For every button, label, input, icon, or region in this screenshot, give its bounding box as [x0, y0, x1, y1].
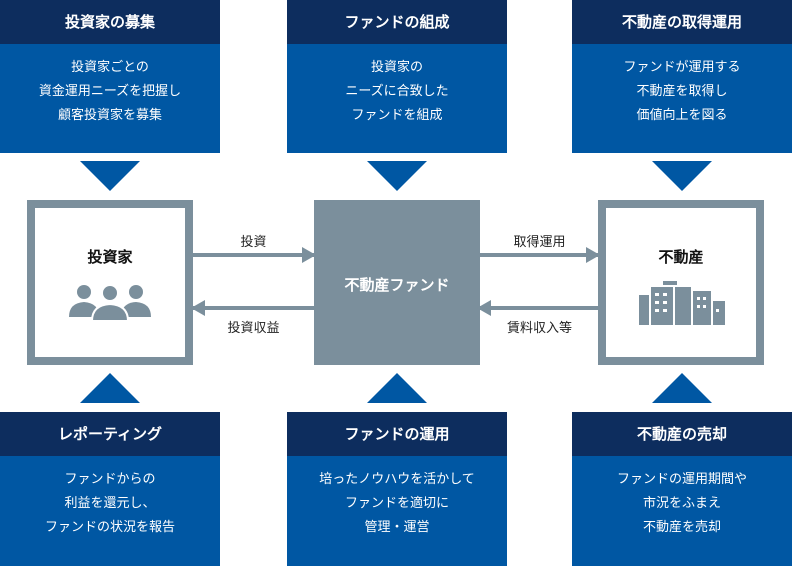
down-arrow-icon — [80, 161, 140, 191]
node-property: 不動産 — [598, 200, 764, 365]
card-body: ファンドの運用期間や市況をふまえ不動産を売却 — [572, 456, 792, 566]
card-investor-recruitment: 投資家の募集 投資家ごとの資金運用ニーズを把握し顧客投資家を募集 — [0, 0, 220, 153]
arrow-return — [191, 300, 314, 316]
card-reporting: レポーティング ファンドからの利益を還元し、ファンドの状況を報告 — [0, 412, 220, 566]
card-line: 利益を還元し、 — [64, 496, 156, 511]
card-line: 顧客投資家を募集 — [57, 108, 162, 123]
card-property-acquisition: 不動産の取得運用 ファンドが運用する不動産を取得し価値向上を図る — [572, 0, 792, 153]
arrow-label-acquire: 取得運用 — [513, 235, 566, 250]
card-line: 価値向上を図る — [636, 108, 728, 123]
card-fund-formation: ファンドの組成 投資家のニーズに合致したファンドを組成 — [287, 0, 507, 153]
card-body: ファンドが運用する不動産を取得し価値向上を図る — [572, 44, 792, 153]
card-title: レポーティング — [0, 412, 220, 456]
up-arrow-icon — [80, 373, 140, 403]
node-label: 不動産ファンド — [344, 276, 450, 294]
card-body: 培ったノウハウを活かしてファンドを適切に管理・運営 — [287, 456, 507, 566]
up-arrow-icon — [652, 373, 712, 403]
card-line: 不動産を取得し — [636, 84, 728, 99]
arrow-label-return: 投資収益 — [227, 321, 280, 336]
card-title: ファンドの組成 — [287, 0, 507, 44]
buildings-icon — [639, 281, 725, 325]
card-line: 投資家の — [370, 60, 423, 75]
arrow-invest — [193, 247, 316, 263]
card-body: 投資家のニーズに合致したファンドを組成 — [287, 44, 507, 153]
card-property-sale: 不動産の売却 ファンドの運用期間や市況をふまえ不動産を売却 — [572, 412, 792, 566]
card-line: 管理・運営 — [364, 520, 430, 535]
card-line: ニーズに合致した — [345, 84, 449, 99]
arrow-rent — [477, 300, 598, 316]
arrow-label-rent: 賃料収入等 — [506, 321, 572, 336]
card-title: 投資家の募集 — [0, 0, 220, 44]
arrow-acquire — [479, 247, 600, 263]
card-fund-management: ファンドの運用 培ったノウハウを活かしてファンドを適切に管理・運営 — [287, 412, 507, 566]
card-line: ファンドが運用する — [623, 60, 741, 75]
card-line: ファンドを適切に — [344, 496, 449, 511]
card-title: 不動産の取得運用 — [572, 0, 792, 44]
arrow-label-invest: 投資 — [240, 235, 267, 250]
node-label: 不動産 — [658, 248, 704, 266]
card-line: ファンドの状況を報告 — [44, 520, 175, 535]
node-real-estate-fund: 不動産ファンド — [314, 200, 480, 365]
card-line: 培ったノウハウを活かして — [319, 472, 475, 487]
card-line: 市況をふまえ — [642, 496, 721, 511]
card-line: ファンドの運用期間や — [616, 472, 747, 487]
card-line: 投資家ごとの — [71, 60, 149, 75]
up-arrow-icon — [367, 373, 427, 403]
node-label: 投資家 — [87, 248, 133, 266]
card-title: 不動産の売却 — [572, 412, 792, 456]
card-title: ファンドの運用 — [287, 412, 507, 456]
down-arrow-icon — [652, 161, 712, 191]
card-line: 資金運用ニーズを把握し — [38, 84, 182, 99]
people-icon — [69, 284, 151, 321]
card-line: ファンドからの — [64, 472, 156, 487]
down-arrow-icon — [367, 161, 427, 191]
node-investor: 投資家 — [27, 200, 193, 365]
card-line: ファンドを組成 — [351, 108, 443, 123]
card-line: 不動産を売却 — [642, 520, 721, 535]
card-body: ファンドからの利益を還元し、ファンドの状況を報告 — [0, 456, 220, 566]
card-body: 投資家ごとの資金運用ニーズを把握し顧客投資家を募集 — [0, 44, 220, 153]
